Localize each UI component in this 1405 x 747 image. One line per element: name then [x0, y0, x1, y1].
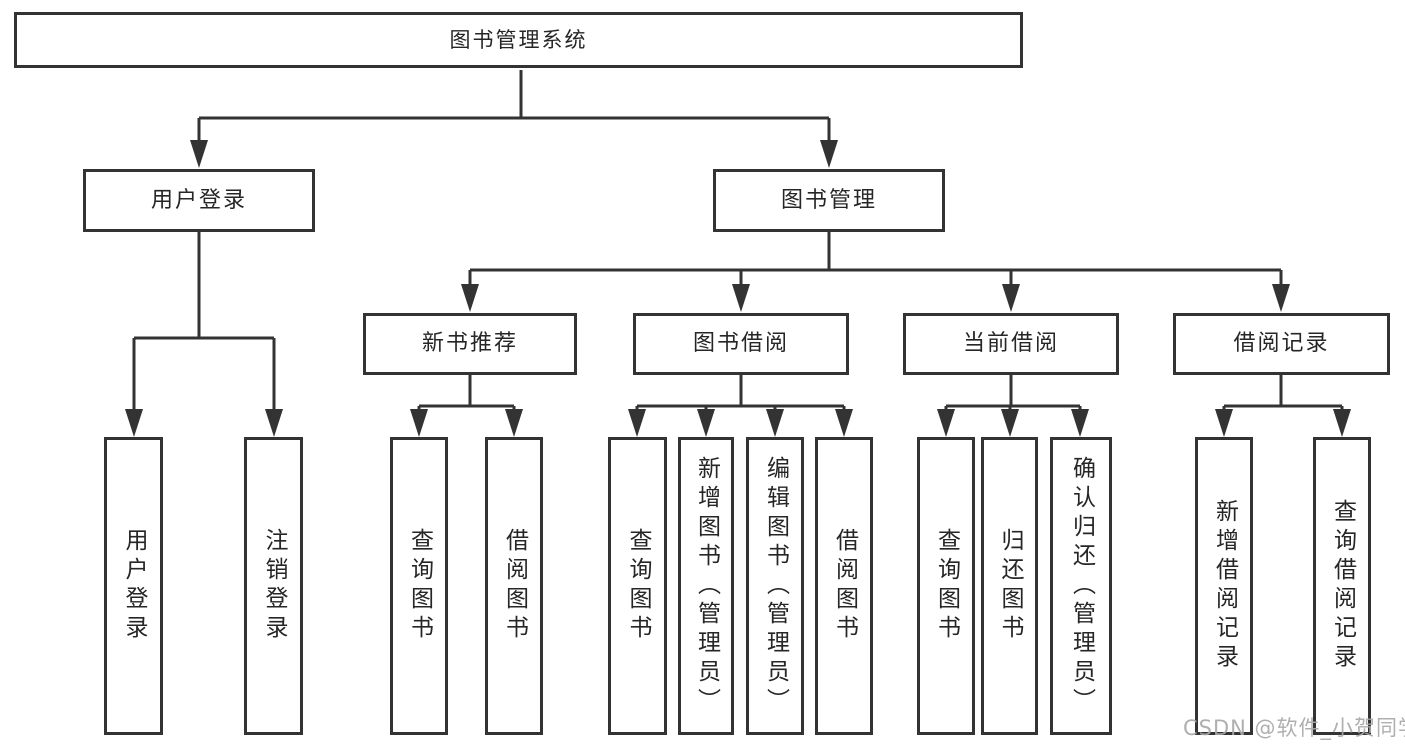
leaf-newbook-query-books: 查询图书 [390, 437, 448, 735]
csdn-watermark: CSDN @软件_小贺同学 [1183, 716, 1405, 740]
leaf-borrowing-add-books-admin-label: 新增图书（管理员） [693, 455, 720, 717]
node-book-borrowing: 图书借阅 [633, 313, 849, 375]
node-current-borrowing-label: 当前借阅 [962, 331, 1059, 356]
node-new-book-recommend-label: 新书推荐 [421, 331, 518, 356]
leaf-records-query-borrow-record: 查询借阅记录 [1313, 437, 1371, 735]
leaf-newbook-borrow-books-label: 借阅图书 [501, 528, 528, 644]
leaf-borrowing-add-books-admin: 新增图书（管理员） [678, 437, 734, 735]
leaf-logout: 注销登录 [244, 437, 303, 735]
leaf-newbook-query-books-label: 查询图书 [406, 528, 433, 644]
node-book-borrowing-label: 图书借阅 [692, 331, 789, 356]
node-root-label: 图书管理系统 [449, 27, 588, 52]
leaf-user-login-label: 用户登录 [121, 528, 147, 644]
leaf-records-add-borrow-record: 新增借阅记录 [1195, 437, 1253, 735]
leaf-logout-label: 注销登录 [261, 528, 287, 644]
leaf-current-query-books-label: 查询图书 [933, 528, 960, 644]
arrowheads [125, 140, 1351, 437]
leaf-borrowing-borrow-books-label: 借阅图书 [831, 528, 858, 644]
leaf-user-login: 用户登录 [104, 437, 163, 735]
leaf-borrowing-edit-books-admin: 编辑图书（管理员） [746, 437, 804, 735]
leaf-records-add-borrow-record-label: 新增借阅记录 [1211, 499, 1238, 673]
leaf-borrowing-query-books: 查询图书 [608, 437, 667, 735]
node-root-library-system: 图书管理系统 [14, 12, 1023, 68]
leaf-current-query-books: 查询图书 [917, 437, 975, 735]
node-user-login-branch: 用户登录 [83, 169, 315, 232]
leaf-records-query-borrow-record-label: 查询借阅记录 [1329, 499, 1356, 673]
leaf-current-confirm-return-admin: 确认归还（管理员） [1050, 437, 1112, 735]
node-borrowing-records: 借阅记录 [1173, 313, 1390, 375]
leaf-borrowing-edit-books-admin-label: 编辑图书（管理员） [762, 455, 789, 717]
node-current-borrowing: 当前借阅 [903, 313, 1119, 375]
node-borrowing-records-label: 借阅记录 [1233, 331, 1330, 356]
node-book-management-branch: 图书管理 [713, 169, 945, 232]
leaf-current-confirm-return-admin-label: 确认归还（管理员） [1068, 455, 1095, 717]
node-new-book-recommend: 新书推荐 [363, 313, 577, 375]
leaf-current-return-books: 归还图书 [981, 437, 1038, 735]
leaf-borrowing-borrow-books: 借阅图书 [815, 437, 873, 735]
node-book-management-label: 图书管理 [780, 187, 877, 213]
leaf-borrowing-query-books-label: 查询图书 [625, 528, 651, 644]
node-user-login-label: 用户登录 [150, 187, 247, 213]
leaf-newbook-borrow-books: 借阅图书 [485, 437, 543, 735]
leaf-current-return-books-label: 归还图书 [997, 528, 1023, 644]
